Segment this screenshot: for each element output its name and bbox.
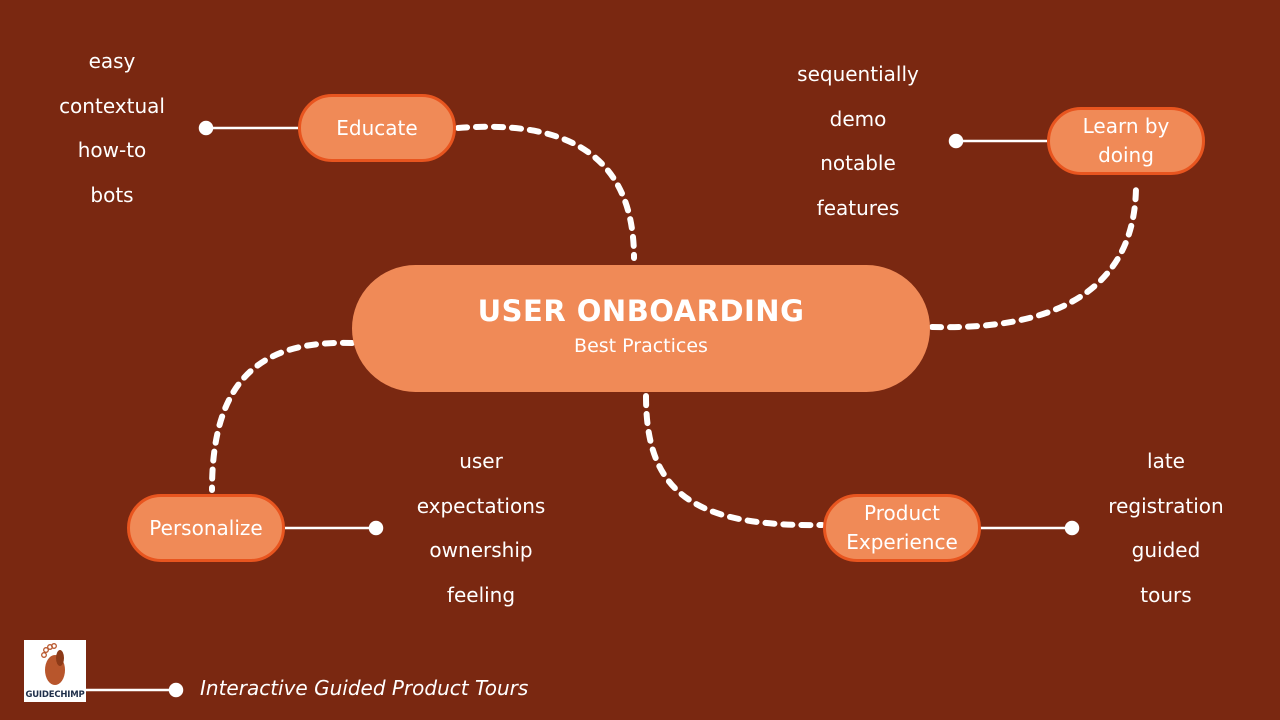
node-personalize: Personalize [127,494,285,562]
keyword: expectations [416,493,546,518]
center-subtitle: Best Practices [574,334,708,357]
chimp-foot-icon [41,643,65,685]
dot-educate [198,120,214,136]
keyword: bots [90,183,134,208]
keyword: guided [1131,538,1201,563]
keyword: registration [1108,493,1224,518]
keyword: how-to [77,138,147,163]
keyword: contextual [59,93,165,118]
keyword: feeling [446,583,516,608]
keyword: user [459,449,503,473]
node-product-label-line1: Product [864,501,940,525]
dot-footer [168,682,184,698]
node-product-experience: Product Experience [823,494,981,562]
keyword: features [816,196,900,221]
connector-product [643,393,825,529]
keyword: demo [829,106,887,131]
keywords-personalize: user expectations ownership feeling [417,439,546,618]
connector-personalize [209,339,355,493]
tagline: Interactive Guided Product Tours [200,676,529,700]
node-personalize-label: Personalize [149,515,263,540]
node-learn-label-line1: Learn by [1082,114,1170,138]
node-learn-by-doing: Learn by doing [1047,107,1205,175]
node-product-label-line2: Experience [846,530,958,554]
node-educate: Educate [298,94,456,162]
keyword: sequentially [797,62,919,86]
keyword: notable [820,151,896,176]
connector-educate [455,123,637,261]
keywords-educate: easy contextual how-to bots [59,39,165,218]
node-learn-label-line2: doing [1098,143,1154,167]
dot-product [1064,520,1080,536]
keyword: easy [88,49,136,73]
keyword: late [1147,449,1185,473]
dot-learn [948,133,964,149]
keyword: tours [1140,583,1192,608]
center-title: USER ONBOARDING [477,293,805,328]
guidechimp-logo[interactable]: GUIDECHIMP [24,640,86,702]
keywords-learn: sequentially demo notable features [797,52,919,231]
node-educate-label: Educate [336,115,418,140]
connector-learn [929,182,1139,331]
logo-text: GUIDECHIMP [25,690,85,700]
keywords-product: late registration guided tours [1108,439,1223,618]
center-node: USER ONBOARDING Best Practices [352,265,930,392]
dot-personalize [368,520,384,536]
keyword: ownership [429,538,533,563]
